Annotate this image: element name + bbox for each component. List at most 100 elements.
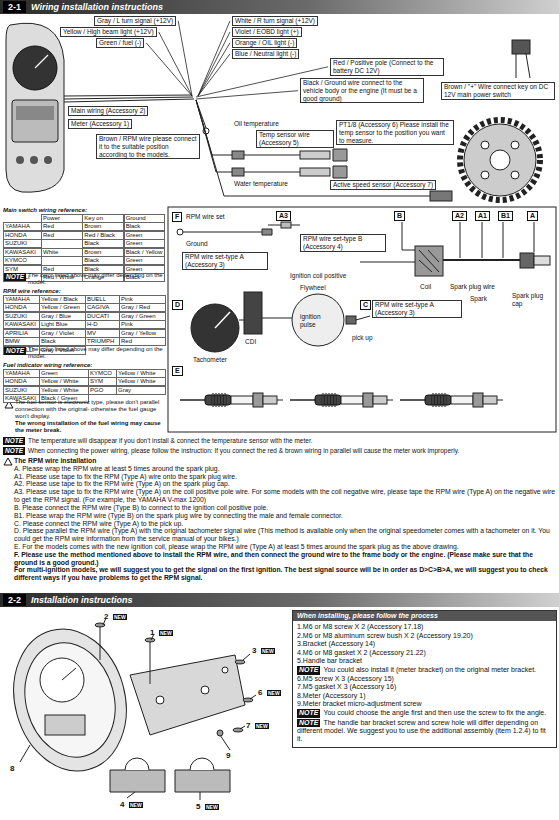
rpm-diagram <box>290 393 393 407</box>
wire-line <box>198 21 230 96</box>
wire-line <box>198 43 230 96</box>
instruction-text: A. Please wrap the RPM wire at least 5 t… <box>14 465 555 473</box>
warning-triangle <box>4 458 12 465</box>
wire-label: Flywheel <box>300 284 326 292</box>
wire-label: Tachometer <box>193 356 227 364</box>
wire-bundle <box>232 168 244 176</box>
process-step: 7.M5 gasket X 3 (Accessory 16) <box>293 683 556 691</box>
rpm-diagram <box>460 222 534 258</box>
boxed-label: White / R turn signal (+12V) <box>232 16 318 26</box>
boxed-label: RPM wire set-type B (Accessory 4) <box>300 234 386 252</box>
note-tag: NOTE <box>3 447 25 455</box>
table-cell: Red <box>119 337 166 346</box>
exploded-view <box>40 658 84 702</box>
exploded-view <box>201 686 209 694</box>
boxed-label: Black / Ground wire connect to the vehic… <box>300 78 424 103</box>
step-letter: A2 <box>452 211 467 221</box>
instruction-text: A2. Please use tape to fix the RPM wire … <box>14 480 555 488</box>
wire-line <box>178 21 192 96</box>
step-letter: C <box>360 300 371 310</box>
process-step: 9.Meter bracket micro-adjustment screw <box>293 700 556 708</box>
note-tag: NOTE <box>297 719 320 727</box>
boxed-label: Main wiring (Accessory 2) <box>68 106 148 116</box>
meter-drawing <box>6 23 64 192</box>
rpm-diagram <box>400 393 503 407</box>
step-letter: B1 <box>498 211 513 221</box>
boxed-label: Orange / OIL light (-) <box>232 38 297 48</box>
callout-number: 1 <box>150 628 154 638</box>
exploded-view <box>220 735 230 750</box>
process-step: The handle bar bracket screw and screw h… <box>293 718 556 744</box>
wire-bundle <box>333 149 347 161</box>
header-text: Installation instructions <box>31 595 133 605</box>
step-letter: F <box>172 212 182 222</box>
boxed-label: Temp sensor wire (Accessory 5) <box>256 130 334 148</box>
rpm-diagram <box>292 294 344 346</box>
rpm-diagram <box>177 229 183 235</box>
boxed-label: Gray / L turn signal (+12V) <box>94 16 176 26</box>
wire-line <box>198 32 230 96</box>
callout-number: 9 <box>226 751 230 761</box>
rpm-diagram <box>346 316 356 324</box>
wire-label: CDI <box>245 338 256 346</box>
exploded-view <box>235 660 245 664</box>
rpm-diagram <box>443 259 520 261</box>
wire-label: Ignition coil positive <box>290 272 346 280</box>
callout-number: 5 <box>196 802 200 812</box>
boxed-label: Active speed sensor (Accessory 7) <box>330 180 436 190</box>
process-step: You could also install it (meter bracket… <box>293 665 556 674</box>
callout-number: 3 <box>252 646 256 656</box>
new-tag: NEW <box>205 804 219 810</box>
rpm-diagram <box>239 318 292 320</box>
small-bold-note: The wrong installation of the fuel wirin… <box>15 420 165 434</box>
new-tag: NEW <box>261 648 275 654</box>
header-text: 2-1 <box>3 1 26 13</box>
wire-bundle <box>512 40 530 54</box>
small-note: The fuel sensor is electronic type, plea… <box>15 399 165 420</box>
exploded-view <box>100 625 150 684</box>
meter-drawing <box>30 156 38 164</box>
process-step: 4.M6 or M8 gasket X 2 (Accessory 21.22) <box>293 649 556 657</box>
meter-drawing <box>16 156 24 164</box>
note-tag: NOTE <box>4 273 26 281</box>
process-step: 1.M6 or M8 screw X 2 (Accessory 17.18) <box>293 623 556 631</box>
callout-number: 4 <box>120 800 124 810</box>
speed-sensor-disc <box>481 141 489 149</box>
step-letter: D <box>172 300 183 310</box>
rpm-diagram <box>360 262 415 263</box>
rpm-diagram <box>520 253 534 268</box>
speed-sensor-disc <box>490 150 510 170</box>
instruction-text: A1. Please use tape to fix the RPM (Type… <box>14 473 555 481</box>
step-letter: E <box>172 366 183 376</box>
rpm-diagram <box>415 246 443 276</box>
exploded-view <box>62 668 76 680</box>
wire-bundle <box>430 191 452 201</box>
step-letter: A1 <box>475 211 490 221</box>
exploded-view <box>130 655 245 735</box>
process-box: When installing, please follow the proce… <box>292 610 557 748</box>
note-tag: NOTE <box>297 709 320 717</box>
instruction-text: E. For the models comes with the new ign… <box>14 543 555 551</box>
rpm-diagram <box>244 292 262 334</box>
wire-label: Spark plug wire <box>450 283 495 291</box>
instruction-text: A3. Please use tape to fix the RPM wire … <box>14 488 555 504</box>
wire-label: Water temperature <box>234 180 288 188</box>
speed-sensor-disc <box>511 141 519 149</box>
warning-triangle <box>4 401 13 465</box>
wire-line <box>159 32 192 96</box>
exploded-view <box>45 715 85 735</box>
wire-bundle <box>300 168 330 176</box>
table-cell: PGO <box>88 386 117 395</box>
exploded-view <box>222 667 228 673</box>
meter-drawing <box>13 46 57 90</box>
process-step: 3.Bracket (Accessory 14) <box>293 640 556 648</box>
process-step: You could choose the angle first and the… <box>293 708 556 717</box>
rpm-diagram <box>168 207 556 432</box>
instruction-block: The RPM wire installationA. Please wrap … <box>14 457 555 582</box>
rpm-diagram <box>419 250 439 272</box>
process-step: 6.M5 screw X 3 (Accessory 15) <box>293 675 556 683</box>
wire-label: The temperature will disappear if you do… <box>28 437 553 445</box>
exploded-view <box>0 616 256 800</box>
small-note: The color listed above may differ depend… <box>28 272 164 286</box>
step-letter: A <box>527 211 538 221</box>
